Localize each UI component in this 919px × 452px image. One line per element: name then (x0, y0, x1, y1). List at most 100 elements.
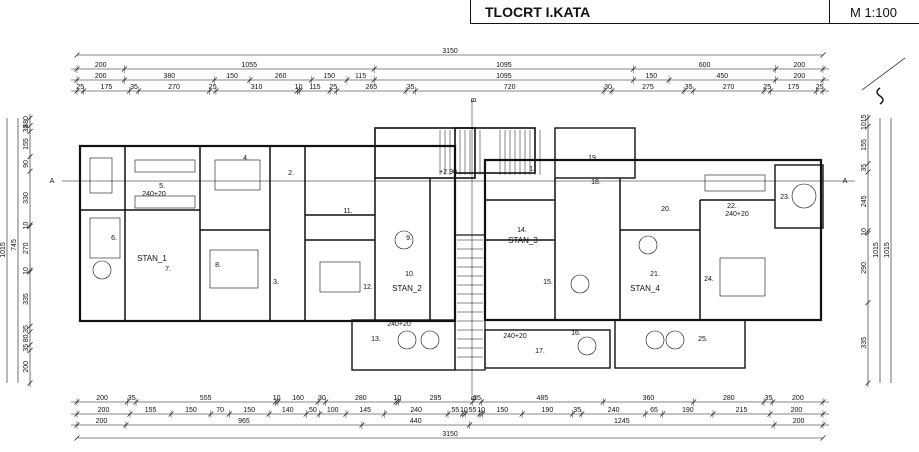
dim-tick (74, 435, 80, 441)
dim-value: 10 (295, 84, 303, 91)
dim-value: 360 (643, 395, 655, 402)
room-number: 9. (406, 235, 412, 242)
dim-value: 600 (699, 62, 711, 69)
dim-value: 35 (23, 344, 30, 352)
room-number: 11. (343, 208, 352, 215)
dim-value: 150 (185, 407, 197, 414)
dim-value: 200 (98, 407, 110, 414)
dim-tick (27, 123, 33, 129)
bed-size: 240+20 (503, 333, 527, 340)
dim-tick (865, 299, 871, 306)
dim-value: 200 (793, 73, 805, 80)
title-block: TLOCRT I.KATA M 1:100 (470, 0, 919, 24)
dim-value: 555 (200, 395, 212, 402)
dim-value: 175 (101, 84, 113, 91)
dim-value: 290 (861, 262, 868, 274)
dim-value: 1095 (496, 73, 512, 80)
table (791, 183, 817, 209)
room-number: 21. (650, 271, 660, 278)
dim-tick (865, 115, 871, 121)
section-mark-a-left: A (50, 178, 55, 185)
dim-value: 30 (604, 84, 612, 91)
north-arrow-line (861, 57, 906, 91)
dim-value: 50 (309, 407, 317, 414)
dim-value: 25 (763, 84, 771, 91)
balcony-23 (774, 164, 824, 229)
drawing-title: TLOCRT I.KATA (485, 4, 591, 20)
room-number: 24. (704, 276, 714, 283)
dim-tick (74, 52, 80, 58)
dim-value: 200 (793, 418, 805, 425)
dim-value: 240 (410, 407, 422, 414)
dim-value: 190 (682, 407, 694, 414)
dim-value: 480 (23, 116, 30, 128)
dim-value: 25 (816, 84, 824, 91)
dim-value: 10 (477, 407, 485, 414)
room-number: 15. (543, 279, 553, 286)
table (577, 336, 597, 356)
room-number: 2. (288, 170, 294, 177)
room-number: 4. (243, 155, 249, 162)
wall-west-block (78, 144, 457, 323)
apartment-label: STAN_1 (137, 254, 167, 263)
dim-tick (865, 123, 871, 130)
total-width-bottom: 3150 (442, 431, 458, 438)
dim-value: 80 (23, 334, 30, 342)
dim-value: 115 (355, 73, 366, 80)
dim-value: 65 (650, 407, 658, 414)
dim-value: 310 (251, 84, 263, 91)
dim-value: 160 (292, 395, 304, 402)
balcony-13 (351, 319, 456, 371)
room-number: 20. (661, 206, 671, 213)
dim-value: 190 (542, 407, 554, 414)
dim-value: 30 (318, 395, 326, 402)
dim-value: 330 (23, 192, 30, 204)
dim-tick (27, 222, 33, 228)
dim-value: 265 (365, 84, 377, 91)
room-19-block (554, 127, 636, 179)
dim-value: 35 (861, 164, 868, 172)
north-arrow-s (876, 87, 884, 105)
bed-size: 240+20 (142, 191, 166, 198)
dim-tick (27, 153, 33, 160)
building (62, 100, 855, 395)
table (645, 330, 665, 350)
dim-value: 1015 (884, 242, 891, 258)
dim-tick (27, 128, 33, 135)
dim-value: 720 (504, 84, 516, 91)
dim-value: 215 (736, 407, 748, 414)
dim-tick (27, 223, 33, 230)
dim-value: 35 (685, 84, 693, 91)
dim-tick (820, 52, 826, 58)
dim-value: 485 (536, 395, 548, 402)
dim-value: 260 (275, 73, 287, 80)
room-number: 7. (165, 266, 171, 273)
dim-value: 150 (645, 73, 657, 80)
dim-value: 745 (11, 239, 18, 251)
table (397, 330, 417, 350)
dim-tick (865, 380, 871, 386)
dim-tick (820, 435, 826, 441)
dim-value: 145 (359, 407, 371, 414)
room-number: 18. (591, 179, 601, 186)
dim-value: 10 (273, 395, 281, 402)
bed-size: 240+20 (387, 321, 411, 328)
north-arrow-icon (861, 57, 906, 105)
balcony-17 (484, 329, 611, 369)
dim-tick (27, 323, 33, 329)
sofa (89, 217, 121, 259)
dim-value: 175 (788, 84, 800, 91)
bed (719, 257, 766, 297)
dim-value: 35 (23, 325, 30, 333)
dim-value: 100 (327, 407, 339, 414)
level-mark: +2.90 (439, 169, 457, 176)
dim-value: 1015 (861, 114, 868, 130)
dim-tick (27, 269, 33, 275)
dim-value: 35 (23, 125, 30, 133)
table (665, 330, 685, 350)
dim-value: 275 (642, 84, 654, 91)
dim-tick (865, 169, 871, 175)
dim-tick (865, 227, 871, 234)
room-number: 10. (405, 271, 415, 278)
